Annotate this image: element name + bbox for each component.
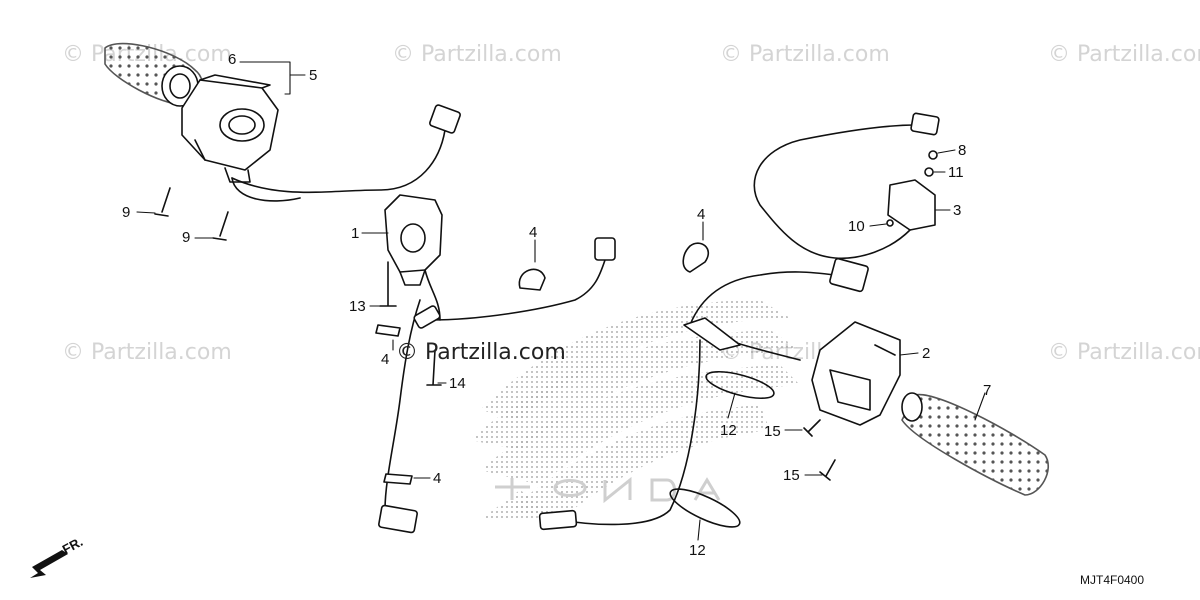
center-watermark: © Partzilla.com xyxy=(396,340,566,365)
right-grip-part-7 xyxy=(901,392,1050,496)
diagram-code: MJT4F0400 xyxy=(1080,573,1145,587)
band-12-lower xyxy=(669,488,741,528)
left-harness xyxy=(231,129,446,194)
callout-15: 15 xyxy=(764,423,781,440)
connector xyxy=(378,504,418,534)
clip-4-small xyxy=(375,324,401,337)
left-grip-part-6 xyxy=(104,42,204,107)
clip-4 xyxy=(518,268,546,291)
screw-15b xyxy=(819,459,836,481)
band-12-upper xyxy=(705,370,775,400)
right-switch-part-2 xyxy=(811,321,901,426)
callout-4: 4 xyxy=(433,470,442,487)
connector xyxy=(429,104,461,134)
callout-12: 12 xyxy=(720,422,737,439)
center-switch-part-1 xyxy=(384,194,443,321)
watermark: © Partzilla.com xyxy=(720,42,890,67)
clip-4-bottom xyxy=(383,473,413,485)
clip-4-right xyxy=(682,242,710,273)
callout-5: 5 xyxy=(309,67,318,84)
callout-11: 11 xyxy=(948,164,964,181)
callout-8: 8 xyxy=(958,142,967,159)
callout-7: 7 xyxy=(983,382,992,399)
callout-14: 14 xyxy=(449,375,466,392)
switch-part-3 xyxy=(753,112,940,260)
callout-15: 15 xyxy=(783,467,800,484)
callout-9: 9 xyxy=(182,229,191,246)
screw-9a xyxy=(154,187,171,217)
callout-12: 12 xyxy=(689,542,706,559)
left-switch-housing-part-5 xyxy=(181,74,279,183)
screw-14 xyxy=(426,349,442,386)
callout-2: 2 xyxy=(922,345,931,362)
direction-arrow-icon xyxy=(30,550,68,578)
callout-1: 1 xyxy=(351,225,360,242)
leader-lines xyxy=(136,61,986,541)
watermark: © Partzilla.com xyxy=(1048,42,1200,67)
right-harness xyxy=(689,271,836,326)
callout-3: 3 xyxy=(953,202,962,219)
watermark: © Partzilla.com xyxy=(392,42,562,67)
callout-10: 10 xyxy=(848,218,865,235)
callout-9: 9 xyxy=(122,204,131,221)
callout-13: 13 xyxy=(349,298,366,315)
watermark: © Partzilla.com xyxy=(1048,340,1200,365)
connector xyxy=(829,257,869,293)
center-harness xyxy=(429,259,606,321)
callout-4: 4 xyxy=(697,206,706,223)
callout-4: 4 xyxy=(529,224,538,241)
watermark: © Partzilla.com xyxy=(62,340,232,365)
connector xyxy=(594,237,616,261)
wing-logo-watermark xyxy=(470,300,800,520)
callout-4: 4 xyxy=(381,351,390,368)
screw-9b xyxy=(212,211,229,241)
screw-15a xyxy=(803,419,821,437)
callout-6: 6 xyxy=(228,51,237,68)
screw-13 xyxy=(379,261,397,307)
